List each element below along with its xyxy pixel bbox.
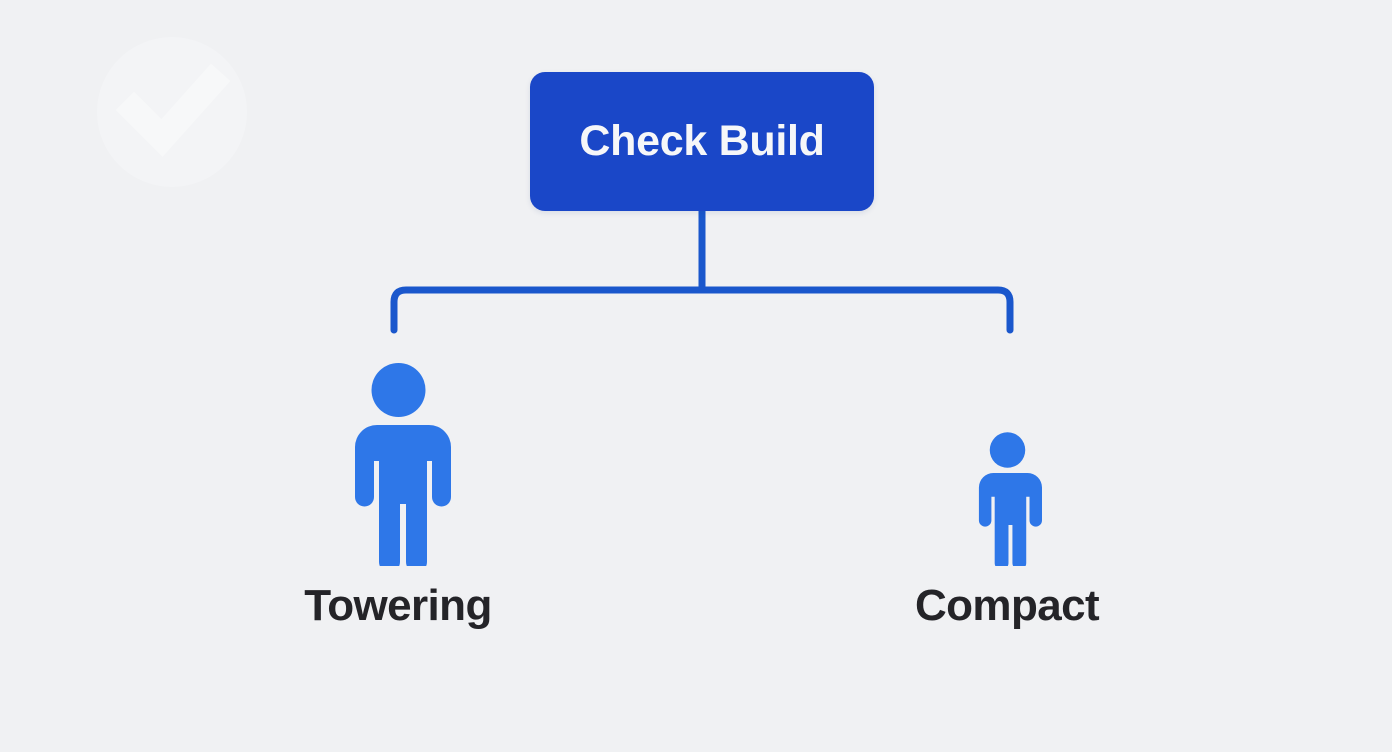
root-node-label: Check Build xyxy=(579,117,825,165)
person-figure-icon xyxy=(354,363,451,566)
compact-figure-holder xyxy=(973,356,1042,566)
leaf-node-towering[interactable]: Towering xyxy=(248,356,548,628)
person-figure-icon xyxy=(978,432,1042,566)
leaf-label-compact: Compact xyxy=(914,581,1100,630)
towering-figure-holder xyxy=(346,356,451,566)
check-circle-icon xyxy=(97,37,247,187)
leaf-label-towering: Towering xyxy=(304,581,492,630)
root-node-check-build[interactable]: Check Build xyxy=(530,72,874,211)
leaf-node-compact[interactable]: Compact xyxy=(857,356,1157,628)
check-circle-watermark xyxy=(96,34,248,190)
